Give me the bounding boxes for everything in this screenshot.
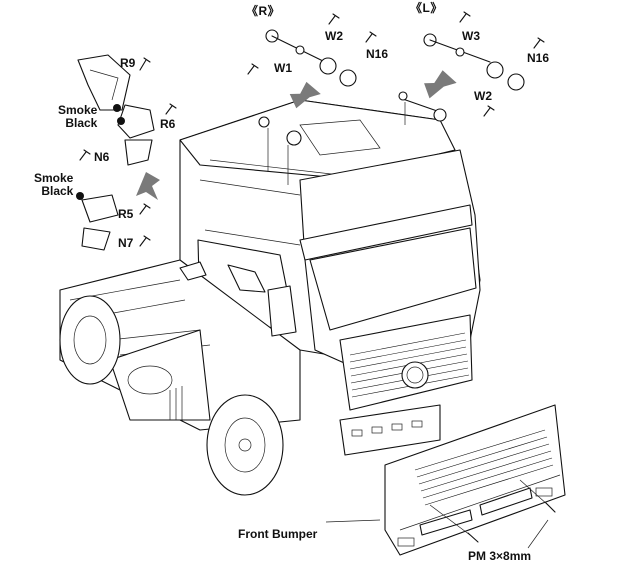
- rear-wheel: [59, 295, 121, 385]
- smoke-black-dot: [113, 104, 121, 112]
- smoke-black-dot: [76, 192, 84, 200]
- front-wheel: [206, 394, 284, 496]
- front-bumper-part: [384, 404, 566, 556]
- n6-label: N6: [94, 150, 110, 164]
- right-mirror-parts: [265, 29, 357, 87]
- cab-body: [179, 99, 481, 456]
- r5-label: R5: [118, 207, 134, 221]
- n7-part: [81, 227, 111, 251]
- leader-lines: [325, 519, 549, 549]
- bumper-screws: [429, 479, 556, 543]
- r9-part: [77, 54, 131, 111]
- chassis: [59, 259, 301, 431]
- n6-part: [124, 139, 153, 166]
- r9-label: R9: [120, 56, 136, 70]
- r6-label: R6: [160, 117, 176, 131]
- front-bumper-label: Front Bumper: [238, 527, 318, 541]
- roof-mirror-mounts: [258, 91, 447, 185]
- left-mirror-parts: [423, 33, 525, 91]
- n16-left-label: N16: [527, 51, 550, 65]
- direction-arrows: [136, 70, 457, 200]
- cab-mirrors: [179, 261, 297, 337]
- small-screws: [79, 11, 545, 247]
- r5-part: [81, 194, 119, 223]
- w2-left-label: W2: [474, 89, 492, 103]
- smoke-black-upper-label: Smoke Black: [58, 103, 98, 130]
- n7-label: N7: [118, 236, 134, 250]
- right-side-label: 《R》: [246, 4, 281, 18]
- smoke-black-lower-label: Smoke Black: [34, 171, 74, 198]
- n16-right-label: N16: [366, 47, 389, 61]
- w2-right-label: W2: [325, 29, 343, 43]
- w1-label: W1: [274, 61, 292, 75]
- smoke-black-dot: [117, 117, 125, 125]
- left-side-label: 《L》: [410, 1, 443, 15]
- w3-label: W3: [462, 29, 480, 43]
- pm-screw-label: PM 3×8mm: [468, 549, 532, 563]
